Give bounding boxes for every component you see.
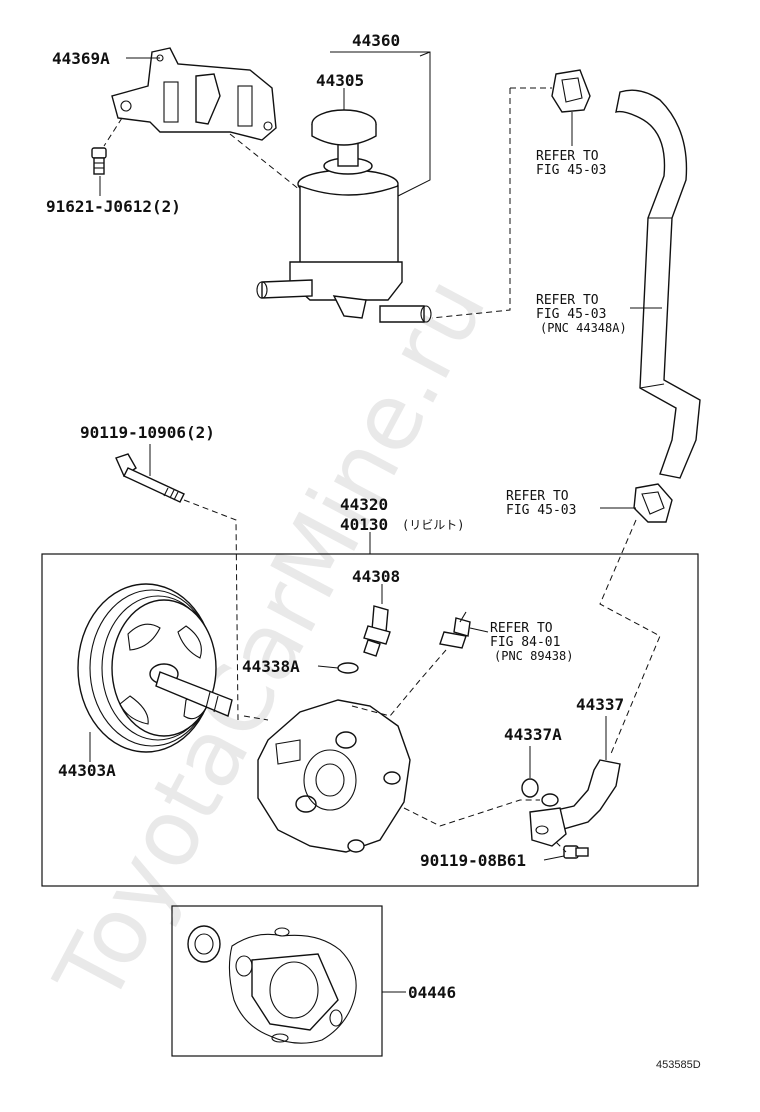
label-ref3-line2: FIG 45-03 (506, 503, 576, 518)
label-44305: 44305 (316, 71, 364, 90)
label-44320: 44320 (340, 495, 388, 514)
pressure-pipe-44337[interactable] (529, 759, 621, 847)
diagram-id: 453585D (656, 1059, 701, 1071)
hose-clamp-lower[interactable] (633, 483, 673, 523)
leader-44360 (330, 51, 431, 197)
pulley-44303A[interactable] (77, 583, 233, 753)
bolt-90119-10906[interactable] (115, 453, 185, 503)
o-ring-44338A[interactable] (337, 662, 359, 674)
clamp-guide-line (431, 87, 552, 319)
label-ref2-line2: FIG 45-03 (536, 307, 606, 322)
label-04446: 04446 (408, 983, 456, 1002)
label-44369A: 44369A (52, 49, 110, 68)
label-ref4-line1: REFER TO (490, 621, 553, 636)
label-ref2-line3: (PNC 44348A) (540, 321, 627, 335)
reservoir-44360[interactable] (256, 139, 432, 323)
label-44338A: 44338A (242, 657, 300, 676)
label-ref1-line2: FIG 45-03 (536, 163, 606, 178)
o-ring-44337A[interactable] (521, 778, 539, 798)
label-ref1-line1: REFER TO (536, 149, 599, 164)
label-91621-J0612: 91621-J0612(2) (46, 197, 181, 216)
label-44337A: 44337A (504, 725, 562, 744)
sensor-ref-84-01[interactable] (439, 611, 471, 649)
label-ref2-line1: REFER TO (536, 293, 599, 308)
label-ref4-line2: FIG 84-01 (490, 635, 560, 650)
label-90119-08B61: 90119-08B61 (420, 851, 526, 870)
bolt-guide-line-2 (183, 499, 239, 721)
bolt-guide-line (103, 117, 123, 147)
label-ref4-line3: (PNC 89438) (494, 649, 573, 663)
label-44337: 44337 (576, 695, 624, 714)
reservoir-cap-44305[interactable] (311, 109, 377, 146)
gasket-kit-04446[interactable] (187, 925, 357, 1044)
bracket-guide-line (229, 133, 301, 191)
bracket-44369A[interactable] (111, 47, 277, 141)
return-hose[interactable] (615, 89, 701, 479)
label-40130-note: (リビルト) (402, 518, 464, 532)
bolt-guide-line-3 (555, 841, 567, 853)
label-44308: 44308 (352, 567, 400, 586)
label-44360: 44360 (352, 31, 400, 50)
label-90119-10906: 90119-10906(2) (80, 423, 215, 442)
bolt-91621-J0612[interactable] (91, 147, 107, 175)
label-40130: 40130 (340, 515, 388, 534)
hose-guide-line (599, 519, 661, 757)
label-44303A: 44303A (58, 761, 116, 780)
power-steering-pump[interactable] (257, 699, 411, 853)
leader-44338A (317, 665, 339, 669)
label-ref3-line1: REFER TO (506, 489, 569, 504)
gasket-kit-frame (171, 905, 383, 1057)
bolt-90119-08B61[interactable] (563, 845, 589, 859)
pump-guide-lines (243, 649, 540, 827)
pressure-switch-44308[interactable] (363, 605, 391, 657)
leader-90119-08B61 (543, 855, 565, 861)
leader-ref4 (469, 627, 489, 633)
hose-clamp-upper[interactable] (551, 69, 591, 113)
